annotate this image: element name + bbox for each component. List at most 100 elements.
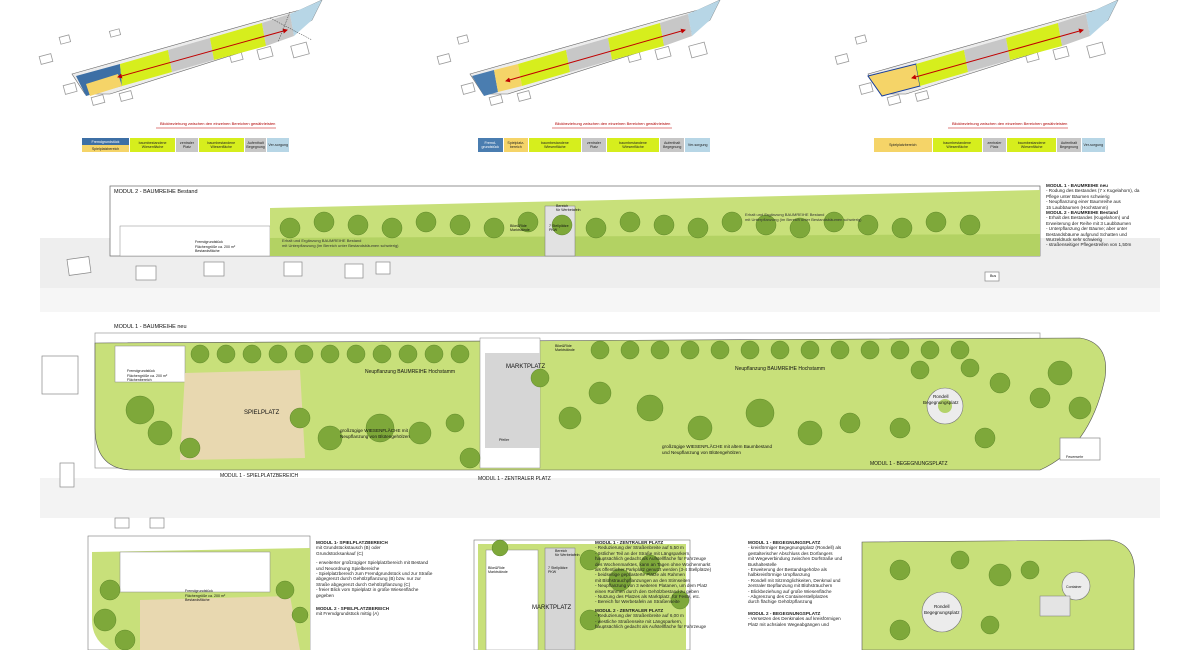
modul2-stellplatz: 7 Stellplätze PKW — [549, 224, 569, 233]
tree-icon — [289, 407, 311, 429]
tree-icon — [551, 214, 573, 236]
bottom-rondell-label: Rondell Begegnungsplatz — [924, 604, 960, 615]
legend-swatch: Ver-sorgung — [267, 138, 291, 152]
legend-swatch: baumbestandene Wiesenfläche — [198, 138, 245, 152]
tree-icon — [650, 340, 670, 360]
legend-swatch: zentraler Platz — [581, 138, 608, 152]
tree-icon — [636, 394, 664, 422]
notes-zentral-items: - Reduzierung der Straßenbreite auf 5,50… — [595, 545, 712, 605]
tree-icon — [789, 217, 811, 239]
notes-spiel-sub: mit Grundstückstausch (B) oder Grundstüc… — [316, 545, 381, 556]
tree-icon — [797, 420, 823, 446]
tree-icon — [889, 559, 911, 581]
tree-icon — [450, 344, 470, 364]
tree-icon — [517, 211, 539, 233]
main-bike-label: Bike&Ride Marktstände — [555, 344, 575, 353]
tree-icon — [890, 340, 910, 360]
tree-icon — [415, 211, 437, 233]
modul2-text1: Erhalt und Ergänzung BAUMREIHE Bestand m… — [282, 238, 399, 248]
notes-m1-items: - Rodung des Bestandes (7 x Kugelahorn),… — [1046, 188, 1140, 210]
tree-icon — [424, 344, 444, 364]
tree-icon — [408, 421, 432, 445]
wiese2-label: großzügige WIESENFLÄCHE mit altem Baumbe… — [662, 444, 773, 455]
tree-icon — [216, 344, 236, 364]
legend-swatch: Aufenthalt Begegnung — [1057, 138, 1082, 152]
tree-icon — [491, 539, 509, 557]
tree-icon — [857, 214, 879, 236]
tree-icon — [179, 437, 201, 459]
tree-icon — [579, 549, 601, 571]
tree-icon — [579, 609, 601, 631]
m1-spielplatz-label: MODUL 1 - SPIELPLATZBEREICH — [220, 473, 299, 479]
tree-icon — [889, 619, 911, 641]
top-diagrams — [38, 0, 1119, 106]
tree-icon — [459, 447, 481, 469]
tree-icon — [745, 398, 775, 428]
tree-icon — [920, 340, 940, 360]
legend-swatch: baumbestandene Wiesenfläche — [529, 138, 582, 152]
tree-icon — [99, 579, 121, 601]
tree-icon — [889, 417, 911, 439]
bottom-container-label: Container — [1066, 585, 1082, 589]
bottom-marktplatz-label: MARKTPLATZ — [532, 605, 572, 611]
tree-icon — [830, 340, 850, 360]
tree-icon — [585, 217, 607, 239]
legend-swatch: Fremdgrundstück — [82, 138, 130, 145]
modul2-text2: Erhalt und Ergänzung BAUMREIHE Bestand m… — [745, 212, 862, 222]
legend-swatch: Ver-sorgung — [685, 138, 711, 152]
legend-swatch: zentraler Platz — [982, 138, 1008, 152]
tree-icon — [988, 563, 1012, 587]
legend-swatch: Spielplatzbereich — [874, 138, 933, 152]
tree-icon — [346, 344, 366, 364]
tree-icon — [670, 590, 690, 610]
diagram-middle — [436, 0, 721, 106]
legend-swatch: baumbestandene Wiesenfläche — [932, 138, 983, 152]
notes-spiel-title: MODUL 1- SPIELPLATZBEREICH — [316, 540, 388, 545]
tree-icon — [313, 211, 335, 233]
neupflanzung2-label: Neupflanzung BAUMREIHE Hochstamm — [735, 366, 826, 372]
legend-swatch: Aufenthalt Begegnung — [244, 138, 268, 152]
tree-icon — [1029, 387, 1051, 409]
tree-icon — [125, 395, 155, 425]
tree-icon — [619, 211, 641, 233]
notes-m1-title: MODUL 1 - BAUMREIHE neu — [1046, 183, 1108, 188]
site-plan — [40, 185, 1160, 529]
notes-begeg2-items: - Versetzen des Denkmales auf kreisförmi… — [748, 616, 841, 627]
notes-m2-title: MODUL 2 - BAUMREIHE Bestand — [1046, 210, 1118, 216]
tree-icon — [590, 340, 610, 360]
notes-spiel2-sub: mit Fremdgrundstück mittig (A) — [316, 611, 379, 617]
notes-zentral2-title: MODUL 2 - ZENTRALER PLATZ — [595, 607, 664, 613]
tree-icon — [483, 217, 505, 239]
tree-icon — [268, 344, 288, 364]
notes-spiel2-title: MODUL 2 - SPIELPLATZBEREICH — [316, 606, 390, 612]
neupflanzung1-label: Neupflanzung BAUMREIHE Hochstamm — [365, 369, 456, 375]
legend-caption-right: Blickbeziehung zwischen den einzelnen Be… — [952, 121, 1068, 126]
tree-icon — [242, 344, 262, 364]
tree-icon — [653, 214, 675, 236]
tree-icon — [93, 608, 117, 632]
tree-icon — [347, 214, 369, 236]
tree-icon — [365, 413, 395, 443]
tree-icon — [381, 217, 403, 239]
bottom-stellplatz-label: 7 Stellplätze PKW — [548, 566, 568, 575]
tree-icon — [291, 606, 309, 624]
tree-icon — [320, 344, 340, 364]
modul2-bike: Bike&Ride Marktstände — [510, 224, 530, 233]
legend-swatch: Aufenthalt Begegnung — [659, 138, 686, 152]
tree-icon — [710, 340, 730, 360]
tree-icon — [639, 554, 661, 576]
tree-icon — [959, 214, 981, 236]
main-fremd-label: Fremdgrundstück Flächengröße ca. 200 m² … — [127, 369, 168, 382]
tree-icon — [608, 568, 632, 592]
legend-swatch: Fremd-grundstück — [478, 138, 504, 152]
modul2-bereich: Bereich für Werbetafeln — [556, 204, 581, 213]
tree-icon — [530, 368, 550, 388]
bottom-bereich-label: Bereich für Werbetafeln — [555, 549, 580, 558]
tree-icon — [925, 211, 947, 233]
legend-swatch: baumbestandene Wiesenfläche — [130, 138, 177, 152]
tree-icon — [445, 413, 465, 433]
legend-swatch: zentraler Platz — [176, 138, 199, 152]
bottom-fremd-label: Fremdgrundstück Flächengröße ca. 200 m² … — [185, 589, 226, 602]
tree-icon — [891, 217, 913, 239]
tree-icon — [588, 381, 612, 405]
